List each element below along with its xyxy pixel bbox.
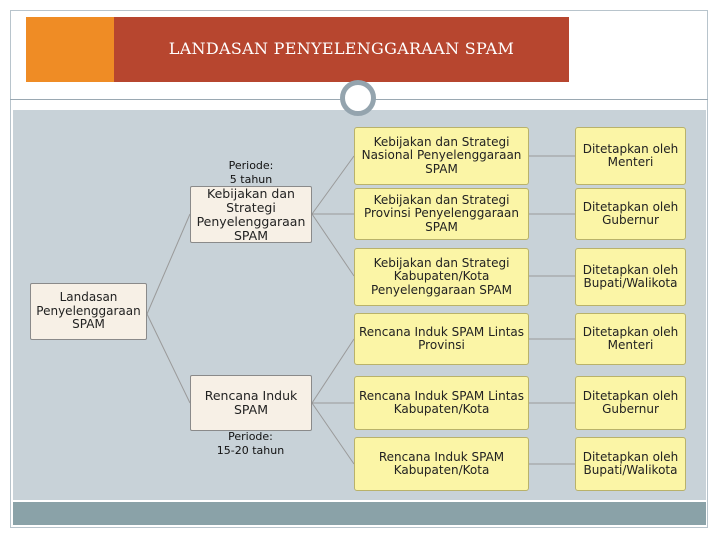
item-kebijakan-nasional: Kebijakan dan Strategi Nasional Penyelen… <box>354 127 529 185</box>
item-rencana-lintas-kabkota: Rencana Induk SPAM Lintas Kabupaten/Kota <box>354 376 529 430</box>
root-node: Landasan Penyelenggaraan SPAM <box>30 283 147 340</box>
slide-frame <box>10 10 708 528</box>
authority-rencana-lintas-kabkota: Ditetapkan oleh Gubernur <box>575 376 686 430</box>
slide-title: LANDASAN PENYELENGGARAAN SPAM <box>168 39 515 58</box>
branch-kebijakan-period-label: Periode: <box>228 159 274 172</box>
branch-kebijakan-node: Kebijakan dan Strategi Penyelenggaraan S… <box>190 186 312 243</box>
item-kebijakan-provinsi: Kebijakan dan Strategi Provinsi Penyelen… <box>354 188 529 240</box>
branch-rencana-period-value: 15-20 tahun <box>216 444 285 458</box>
item-rencana-kabkota: Rencana Induk SPAM Kabupaten/Kota <box>354 437 529 491</box>
branch-kebijakan-period-value: 5 tahun <box>229 173 273 187</box>
branch-rencana-period-label: Periode: <box>228 430 273 443</box>
circle-ornament <box>340 80 376 116</box>
title-accent-block <box>26 17 114 82</box>
item-kebijakan-kabkota: Kebijakan dan Strategi Kabupaten/Kota Pe… <box>354 248 529 306</box>
item-rencana-lintas-provinsi: Rencana Induk SPAM Lintas Provinsi <box>354 313 529 365</box>
authority-rencana-kabkota: Ditetapkan oleh Bupati/Walikota <box>575 437 686 491</box>
title-bar: LANDASAN PENYELENGGARAAN SPAM <box>114 17 569 82</box>
authority-kebijakan-kabkota: Ditetapkan oleh Bupati/Walikota <box>575 248 686 306</box>
authority-kebijakan-nasional: Ditetapkan oleh Menteri <box>575 127 686 185</box>
branch-rencana-node: Rencana Induk SPAM <box>190 375 312 431</box>
branch-rencana-period: Periode: 15-20 tahun <box>203 430 298 459</box>
authority-rencana-lintas-provinsi: Ditetapkan oleh Menteri <box>575 313 686 365</box>
footer-bar <box>13 502 706 525</box>
branch-kebijakan-period: Periode: 5 tahun <box>207 159 295 188</box>
authority-kebijakan-provinsi: Ditetapkan oleh Gubernur <box>575 188 686 240</box>
